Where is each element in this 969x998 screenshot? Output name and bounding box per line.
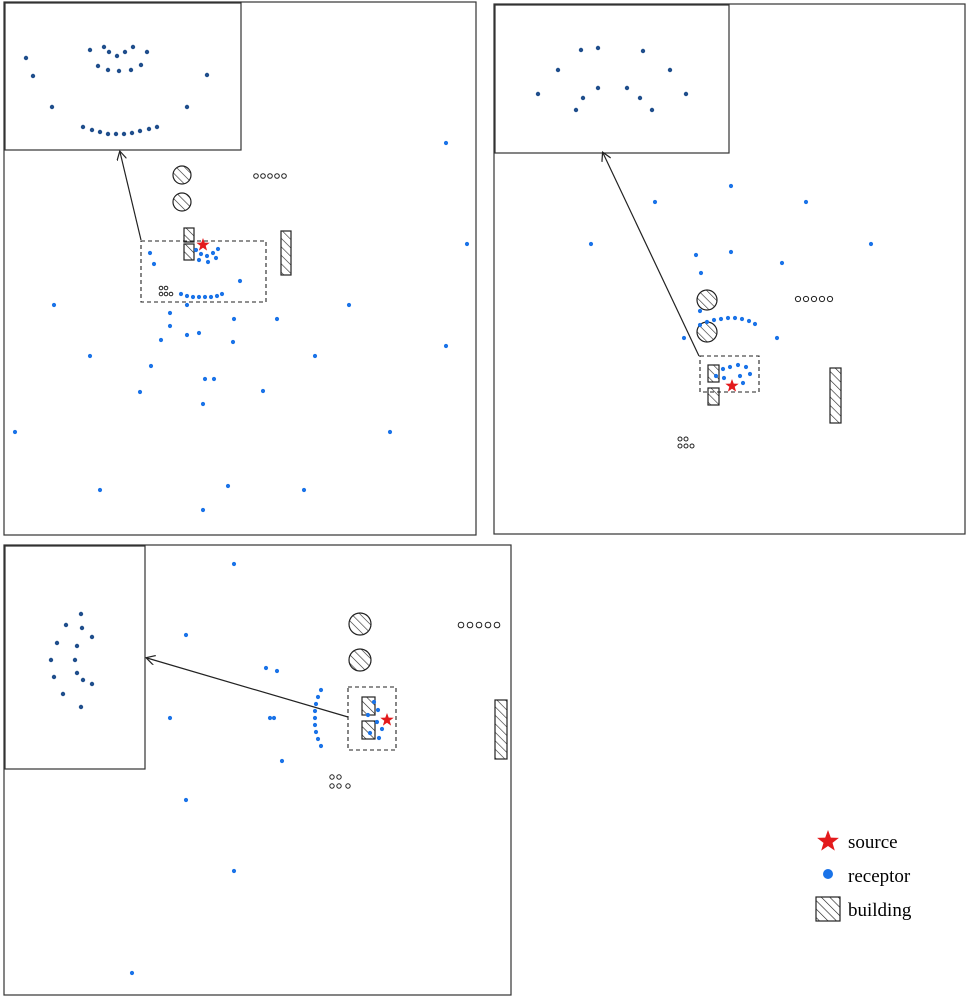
panel-1-source	[196, 238, 210, 251]
panel-2-frame	[493, 3, 966, 535]
panel-3-zoom-arrow	[147, 658, 349, 718]
legend-receptor: receptor	[823, 866, 911, 887]
legend-receptor-label: receptor	[848, 866, 911, 887]
panel-1-inset-receptors	[23, 44, 210, 137]
panel-1	[3, 1, 477, 536]
legend-source-star-icon	[817, 830, 839, 851]
panel-3-inset-receptors	[48, 611, 95, 710]
panel-2-zoom-arrow	[603, 153, 700, 357]
panel-3-buildings	[329, 612, 508, 789]
panel-3-zoom-box	[347, 686, 397, 751]
legend: source receptor building	[815, 830, 912, 922]
panel-1-frame	[3, 1, 477, 536]
panel-3-inset	[4, 545, 146, 770]
panel-2-receptors	[588, 183, 874, 386]
legend-source-label: source	[848, 832, 898, 853]
panel-1-zoom-box	[140, 240, 267, 303]
panel-3-source	[380, 713, 394, 726]
legend-building: building	[815, 896, 912, 922]
panel-1-buildings	[158, 165, 292, 297]
panel-2-buildings	[677, 289, 842, 449]
panel-1-zoom-arrow	[120, 152, 142, 241]
panel-1-receptors	[12, 140, 470, 513]
panel-3-receptors	[129, 561, 385, 976]
panel-2-zoom-box	[699, 355, 760, 393]
legend-receptor-dot-icon	[823, 869, 833, 879]
panel-2-inset	[494, 4, 730, 154]
panel-3	[3, 544, 512, 996]
legend-source: source	[817, 830, 898, 853]
panel-2	[493, 3, 966, 535]
panel-3-frame	[3, 544, 512, 996]
panel-1-inset	[4, 2, 242, 151]
legend-building-label: building	[848, 900, 912, 921]
panel-2-inset-receptors	[535, 45, 689, 113]
legend-building-hatch-icon	[815, 896, 841, 922]
panel-2-source	[725, 379, 739, 392]
